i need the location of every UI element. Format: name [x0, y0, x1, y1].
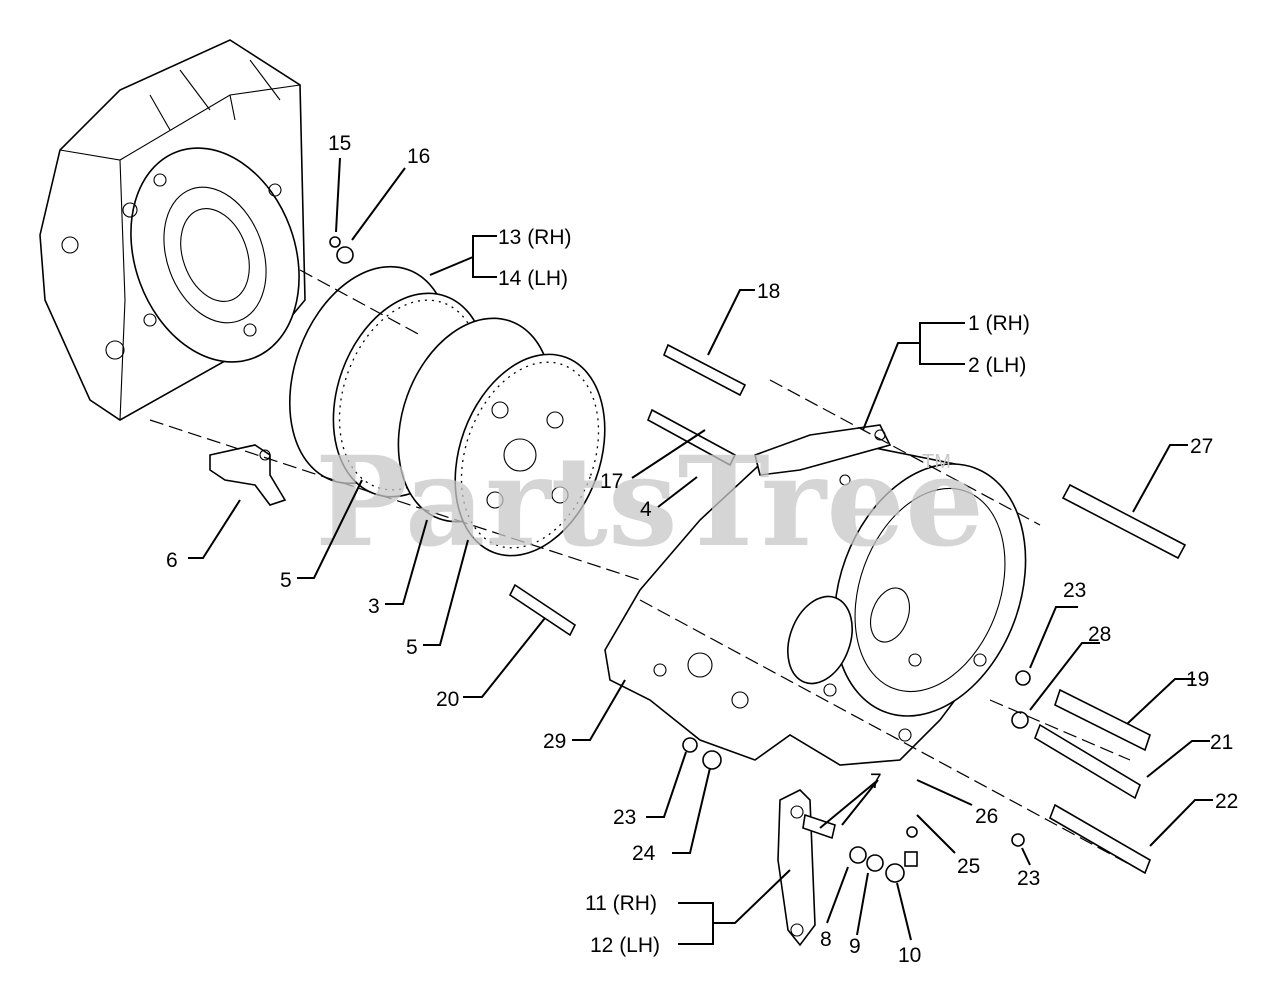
callout-3: 3: [368, 595, 380, 618]
callout-13-rh: 13 (RH): [498, 226, 572, 249]
watermark: PartsTree: [315, 430, 984, 575]
callout-25: 25: [957, 855, 980, 878]
callout-23-top: 23: [1063, 579, 1086, 602]
callout-21: 21: [1210, 731, 1233, 754]
washers-and-nuts: [682, 670, 1031, 883]
brake-disc-assembly: [288, 265, 606, 557]
brake-housing: [604, 424, 1027, 766]
callout-23-bottom-right: 23: [1017, 867, 1040, 890]
callout-29: 29: [543, 730, 566, 753]
callout-15: 15: [328, 132, 351, 155]
alignment-lines: [149, 269, 1141, 871]
studs: [508, 343, 747, 637]
brake-bracket: [209, 444, 287, 506]
bolts: [1034, 483, 1187, 875]
callout-2-lh: 2 (LH): [968, 354, 1026, 377]
callout-9: 9: [849, 935, 861, 958]
callout-4: 4: [640, 498, 652, 521]
callout-17: 17: [600, 470, 623, 493]
callout-23-bottom-left: 23: [613, 806, 636, 829]
callout-11-rh: 11 (RH): [585, 892, 657, 915]
callout-24: 24: [632, 842, 656, 865]
callout-20: 20: [436, 688, 459, 711]
callout-28: 28: [1088, 623, 1111, 646]
callout-19: 19: [1186, 668, 1209, 691]
callout-5-lower: 5: [406, 636, 418, 659]
callout-7: 7: [870, 770, 882, 793]
watermark-trademark: TM: [922, 451, 951, 473]
transaxle-housing: [39, 39, 306, 421]
callout-18: 18: [757, 280, 780, 303]
callout-16: 16: [407, 145, 430, 168]
callout-14-lh: 14 (LH): [498, 267, 568, 290]
callout-10: 10: [898, 944, 921, 967]
callout-6: 6: [166, 549, 178, 572]
callout-27: 27: [1190, 435, 1213, 458]
callout-26: 26: [975, 805, 998, 828]
leader-lines: [188, 157, 1213, 945]
brake-arm: [777, 789, 836, 947]
callout-5-upper: 5: [280, 569, 292, 592]
pin-hardware: [329, 236, 354, 264]
callout-labels: 1 (RH) 2 (LH) 13 (RH) 14 (LH) 15 16 18 1…: [166, 132, 1238, 967]
callout-12-lh: 12 (LH): [590, 934, 660, 957]
callout-22: 22: [1215, 790, 1238, 813]
callout-8: 8: [820, 928, 832, 951]
callout-1-rh: 1 (RH): [968, 312, 1030, 335]
